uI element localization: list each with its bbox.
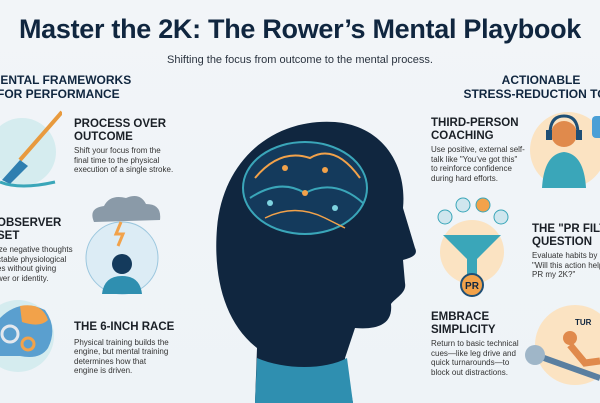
item-title: THE 6-INCH RACE: [74, 321, 175, 333]
item-body: cues—like leg drive and: [431, 348, 516, 358]
item-body: es without giving: [0, 264, 57, 274]
item-third-person-coaching: THIRD-PERSON COACHING Use positive, exte…: [431, 117, 525, 183]
item-body: to reinforce confidence: [431, 164, 512, 174]
item-body: execution of a single stroke.: [74, 165, 174, 175]
pr-filter-funnel-icon: PR: [437, 197, 509, 297]
left-section-title: IENTAL FRAMEWORKS FOR PERFORMANCE: [0, 73, 131, 101]
item-body: "Will this action help: [532, 260, 600, 270]
item-body: Evaluate habits by a: [532, 251, 600, 260]
right-section-title-line: STRESS-REDUCTION TO: [463, 87, 600, 101]
item-title: OUTCOME: [74, 130, 133, 143]
shirt: [255, 358, 353, 403]
item-title: SIMPLICITY: [431, 323, 496, 336]
headphones-athlete-icon: [530, 112, 600, 188]
item-six-inch-race: THE 6-INCH RACE Physical training builds…: [74, 321, 174, 376]
item-body: determines how that: [74, 356, 147, 366]
item-body: during hard efforts.: [431, 173, 499, 183]
item-body: quick turnarounds—to: [431, 358, 510, 368]
right-section-title: ACTIONABLE STRESS-REDUCTION TO: [450, 73, 600, 101]
item-body: engine is driven.: [74, 366, 133, 376]
pr-badge: PR: [465, 281, 480, 292]
page-title: Master the 2K: The Rower’s Mental Playbo…: [18, 14, 582, 44]
item-body: Physical training builds the: [74, 337, 169, 347]
oar-splash-icon: [0, 110, 62, 188]
item-body: ize negative thoughts: [0, 245, 73, 254]
item-body: Use positive, external self-: [431, 145, 525, 154]
page-subtitle: Shifting the focus from outcome to the m…: [167, 54, 433, 66]
item-body: Shift your focus from the: [74, 146, 161, 155]
item-body: block out distractions.: [431, 367, 508, 377]
item-title: QUESTION: [532, 235, 593, 248]
rowing-machine-icon: TUR: [525, 305, 600, 385]
item-title: EMBRACE: [431, 311, 490, 323]
left-section-title-line: IENTAL FRAMEWORKS: [0, 73, 132, 87]
right-section-title-line: ACTIONABLE: [501, 73, 581, 87]
item-body: ctable physiological: [0, 254, 67, 264]
item-body: PR my 2K?": [532, 270, 576, 280]
item-title: THE "PR FILT: [532, 223, 600, 235]
brain-icon: [242, 141, 368, 235]
item-body: wer or identity.: [0, 273, 49, 283]
item-pr-filter-question: THE "PR FILT QUESTION Evaluate habits by…: [532, 223, 600, 280]
head-silhouette-illustration: [216, 121, 416, 403]
item-observer-mindset: OBSERVER SET ize negative thoughts ctabl…: [0, 217, 73, 283]
item-embrace-simplicity: EMBRACE SIMPLICITY Return to basic techn…: [431, 311, 519, 377]
item-title: THIRD-PERSON: [431, 117, 519, 129]
item-title: COACHING: [431, 129, 494, 142]
item-title: OBSERVER: [0, 217, 62, 229]
item-title: SET: [0, 229, 20, 242]
item-body: engine, but mental training: [74, 347, 169, 357]
rower-label: TUR: [575, 318, 592, 327]
storm-cloud-person-icon: [85, 196, 161, 295]
item-process-over-outcome: PROCESS OVER OUTCOME Shift your focus fr…: [74, 118, 173, 175]
item-body: final time to the physical: [74, 155, 160, 165]
left-section-title-line: FOR PERFORMANCE: [0, 87, 120, 101]
item-title: PROCESS OVER: [74, 118, 167, 130]
item-body: Return to basic technical: [431, 339, 519, 348]
item-body: talk like "You’ve got this": [431, 154, 518, 164]
brain-gears-icon: [0, 300, 54, 372]
